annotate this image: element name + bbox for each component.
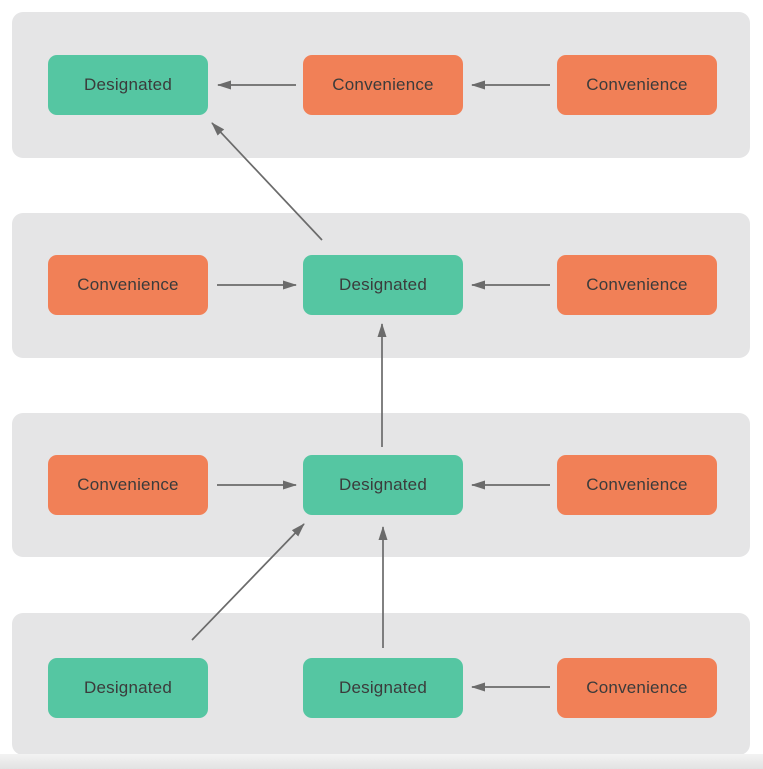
- node-r2-convenience-left: Convenience: [48, 255, 208, 315]
- node-r4-designated-left: Designated: [48, 658, 208, 718]
- node-r1-convenience-mid: Convenience: [303, 55, 463, 115]
- node-r4-convenience-right: Convenience: [557, 658, 717, 718]
- node-r3-convenience-left: Convenience: [48, 455, 208, 515]
- node-r1-convenience-right: Convenience: [557, 55, 717, 115]
- bottom-fade: [0, 754, 763, 769]
- node-r2-convenience-right: Convenience: [557, 255, 717, 315]
- node-r1-designated: Designated: [48, 55, 208, 115]
- node-r2-designated: Designated: [303, 255, 463, 315]
- node-r3-designated: Designated: [303, 455, 463, 515]
- node-r3-convenience-right: Convenience: [557, 455, 717, 515]
- node-r4-designated-mid: Designated: [303, 658, 463, 718]
